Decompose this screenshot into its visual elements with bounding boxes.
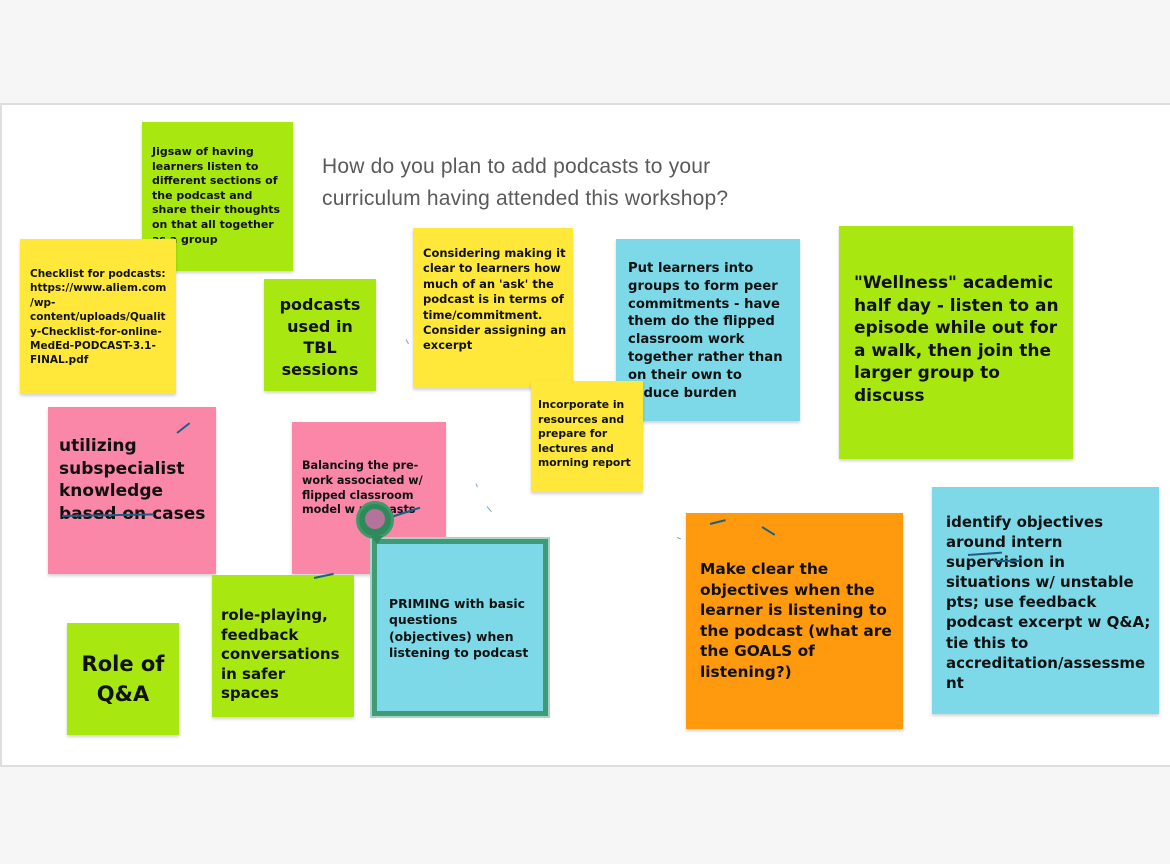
pen-stroke [486, 506, 492, 513]
sticky-note-text: role-playing, feedback conversations in … [221, 606, 340, 703]
sticky-note-checklist[interactable]: Checklist for podcasts: https://www.alie… [20, 239, 176, 394]
pen-stroke [676, 537, 681, 540]
pen-stroke [475, 483, 478, 488]
pen-stroke [994, 560, 1020, 562]
sticky-note-intern[interactable]: identify objectives around intern superv… [932, 487, 1159, 714]
sticky-note-jigsaw[interactable]: Jigsaw of having learners listen to diff… [142, 122, 293, 271]
sticky-note-incorporate[interactable]: Incorporate in resources and prepare for… [531, 381, 643, 492]
user-avatar-pin-icon[interactable] [356, 501, 394, 544]
sticky-note-text: Checklist for podcasts: https://www.alie… [30, 268, 167, 367]
sticky-note-priming[interactable]: PRIMING with basic questions (objectives… [372, 539, 548, 716]
sticky-note-text: Role of Q&A [81, 652, 165, 706]
sticky-note-considering[interactable]: Considering making it clear to learners … [413, 228, 573, 388]
whiteboard-canvas[interactable]: How do you plan to add podcasts to your … [0, 103, 1170, 767]
sticky-note-subspecialist[interactable]: utilizing subspecialist knowledge based … [48, 407, 216, 574]
sticky-note-text: podcasts used in TBL sessions [279, 295, 361, 379]
pen-stroke [405, 339, 409, 345]
sticky-note-text: Make clear the objectives when the learn… [700, 560, 892, 681]
sticky-note-role-playing[interactable]: role-playing, feedback conversations in … [212, 575, 354, 717]
sticky-note-tbl[interactable]: podcasts used in TBL sessions [264, 279, 376, 391]
sticky-note-wellness[interactable]: "Wellness" academic half day - listen to… [839, 226, 1073, 459]
pin-tail [371, 536, 383, 544]
sticky-note-text: Incorporate in resources and prepare for… [538, 398, 631, 470]
sticky-note-text: Jigsaw of having learners listen to diff… [152, 145, 281, 246]
sticky-note-text: utilizing subspecialist knowledge based … [59, 436, 206, 524]
sticky-note-text: Considering making it clear to learners … [423, 246, 567, 353]
sticky-note-text: identify objectives around intern superv… [946, 513, 1151, 692]
sticky-note-text: Put learners into groups to form peer co… [628, 261, 783, 401]
sticky-note-text: "Wellness" academic half day - listen to… [854, 273, 1059, 406]
sticky-note-role-qa[interactable]: Role of Q&A [67, 623, 179, 735]
board-prompt: How do you plan to add podcasts to your … [322, 155, 729, 210]
sticky-note-peer-groups[interactable]: Put learners into groups to form peer co… [616, 239, 800, 421]
sticky-note-objectives[interactable]: Make clear the objectives when the learn… [686, 513, 903, 729]
avatar-image [365, 509, 385, 529]
sticky-note-text: PRIMING with basic questions (objectives… [389, 596, 529, 661]
